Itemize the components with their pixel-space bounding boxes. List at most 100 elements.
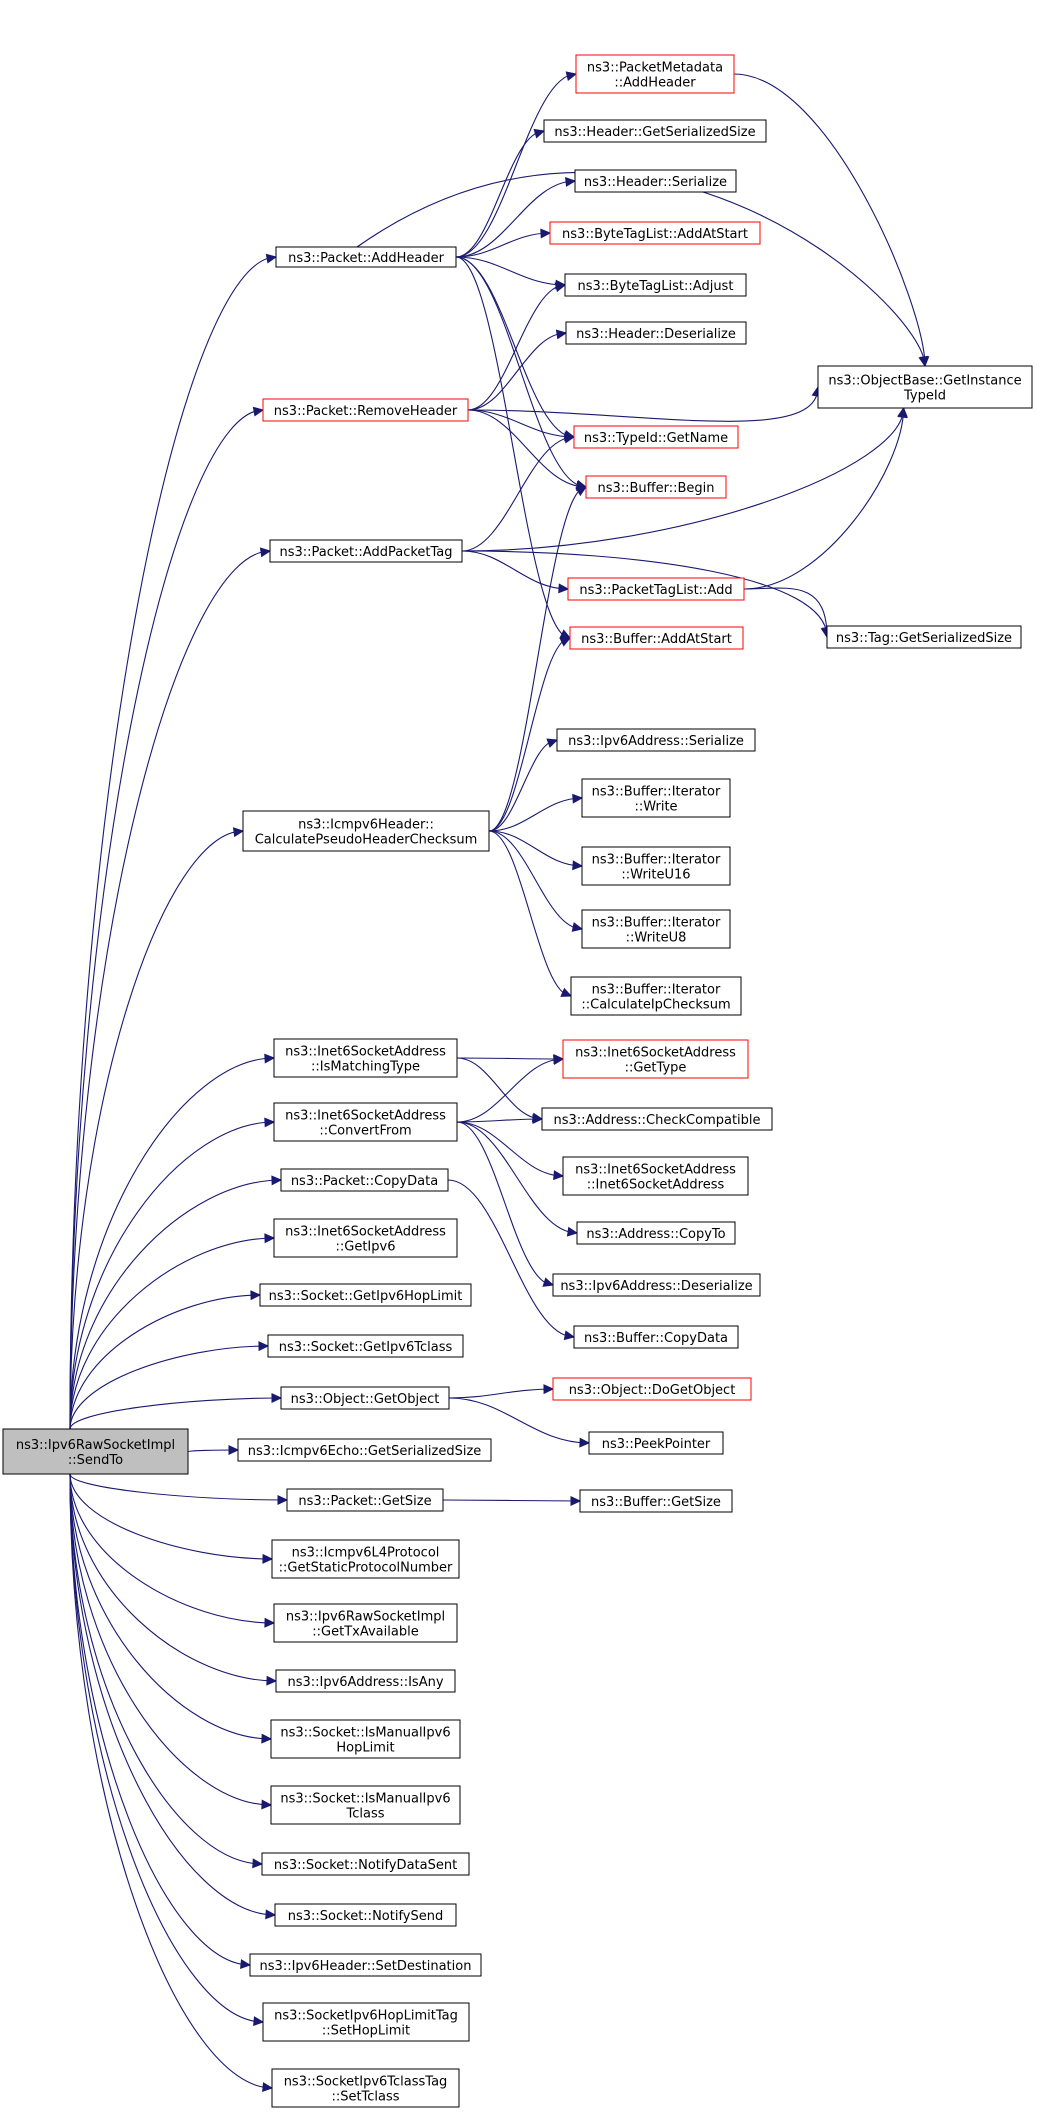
node-box [262, 2002, 470, 2042]
node-btlAdjust[interactable]: ns3::ByteTagList::Adjust [564, 273, 747, 297]
node-getTclass[interactable]: ns3::Socket::GetIpv6Tclass [267, 1334, 464, 1358]
node-peekPointer[interactable]: ns3::PeekPointer [588, 1431, 724, 1455]
node-label: TypeId [903, 389, 946, 404]
node-addPacketTag[interactable]: ns3::Packet::AddPacketTag [269, 539, 463, 563]
node-bufGetSize[interactable]: ns3::Buffer::GetSize [579, 1489, 733, 1513]
edge-addHeader-to-bufAddAtStart [455, 256, 572, 639]
node-itWriteU8[interactable]: ns3::Buffer::Iterator::WriteU8 [581, 909, 731, 949]
node-box [588, 1431, 724, 1455]
node-typeIdName[interactable]: ns3::TypeId::GetName [573, 425, 739, 449]
node-isMatching[interactable]: ns3::Inet6SocketAddress::IsMatchingType [273, 1038, 458, 1078]
node-hdrGetSer[interactable]: ns3::Header::GetSerializedSize [543, 119, 767, 143]
edge-removeHeader-to-hdrDeser [467, 329, 568, 411]
node-label: ns3::Ipv6Header::SetDestination [260, 1959, 472, 1974]
node-getIpv6[interactable]: ns3::Inet6SocketAddress::GetIpv6 [273, 1218, 458, 1258]
node-icmpCalc[interactable]: ns3::Icmpv6Header::CalculatePseudoHeader… [242, 810, 490, 852]
node-echoGetSer[interactable]: ns3::Icmpv6Echo::GetSerializedSize [237, 1438, 492, 1462]
node-itWrite[interactable]: ns3::Buffer::Iterator::Write [581, 778, 731, 818]
node-tagGetSer[interactable]: ns3::Tag::GetSerializedSize [826, 625, 1022, 649]
node-notifyDataSent[interactable]: ns3::Socket::NotifyDataSent [261, 1852, 470, 1876]
node-label: ns3::Object::GetObject [291, 1392, 440, 1407]
edge-icmpCalc-to-itWriteU16 [488, 830, 584, 871]
node-box [275, 1669, 456, 1693]
node-box [576, 1221, 736, 1245]
node-label: ns3::Socket::NotifyDataSent [274, 1858, 457, 1873]
node-btlAdd[interactable]: ns3::ByteTagList::AddAtStart [549, 221, 761, 245]
node-root[interactable]: ns3::Ipv6RawSocketImpl::SendTo [2, 1428, 189, 1475]
node-pktGetSize[interactable]: ns3::Packet::GetSize [286, 1488, 444, 1512]
node-label: ns3::Socket::NotifySend [288, 1909, 444, 1924]
node-label: ns3::Inet6SocketAddress [575, 1046, 736, 1061]
node-bufAddAtStart[interactable]: ns3::Buffer::AddAtStart [569, 626, 744, 650]
node-bufBegin[interactable]: ns3::Buffer::Begin [585, 475, 727, 499]
edge-icmpCalc-to-itWriteU8 [488, 830, 584, 932]
arrowhead [271, 1175, 283, 1186]
edge-layer [69, 71, 930, 2093]
node-label: ns3::Address::CheckCompatible [553, 1113, 760, 1128]
node-box [273, 1102, 458, 1142]
node-getTxAvail[interactable]: ns3::Ipv6RawSocketImpl::GetTxAvailable [273, 1603, 458, 1643]
node-checkCompat[interactable]: ns3::Address::CheckCompatible [541, 1107, 773, 1131]
arrowhead [572, 860, 584, 871]
edge-root-to-echoGetSer [187, 1445, 240, 1456]
arrowhead [546, 738, 559, 748]
node-ptlAdd[interactable]: ns3::PacketTagList::Add [567, 577, 745, 601]
node-addHeader[interactable]: ns3::Packet::AddHeader [275, 246, 457, 268]
node-setDest[interactable]: ns3::Ipv6Header::SetDestination [249, 1953, 482, 1977]
node-label: ::WriteU8 [626, 931, 687, 946]
node-i6GetType[interactable]: ns3::Inet6SocketAddress::GetType [562, 1039, 749, 1079]
node-label: ns3::Object::DoGetObject [569, 1383, 736, 1398]
node-hdrDeser[interactable]: ns3::Header::Deserialize [565, 321, 747, 345]
node-box [569, 626, 744, 650]
node-label: ns3::ByteTagList::AddAtStart [562, 227, 748, 242]
node-box [562, 1039, 749, 1079]
node-getObject[interactable]: ns3::Object::GetObject [280, 1386, 450, 1410]
node-box [575, 54, 735, 94]
node-hdrSer[interactable]: ns3::Header::Serialize [574, 169, 737, 193]
edge-root-to-addPacketTag [69, 547, 272, 1430]
node-box [543, 119, 767, 143]
arrowhead [262, 1553, 274, 1564]
node-notifySend[interactable]: ns3::Socket::NotifySend [274, 1903, 457, 1927]
node-doGetObject[interactable]: ns3::Object::DoGetObject [552, 1377, 752, 1401]
node-ipv6AddrSer[interactable]: ns3::Ipv6Address::Serialize [556, 728, 756, 752]
node-getHopLimit[interactable]: ns3::Socket::GetIpv6HopLimit [259, 1283, 472, 1307]
arrowhead [271, 1393, 283, 1404]
node-ipv6Deser[interactable]: ns3::Ipv6Address::Deserialize [552, 1273, 761, 1297]
node-setTclass[interactable]: ns3::SocketIpv6TclassTag::SetTclass [271, 2068, 460, 2108]
edge-addPacketTag-to-typeIdName [461, 433, 576, 552]
edge-root-to-addHeader [69, 253, 278, 1430]
node-removeHeader[interactable]: ns3::Packet::RemoveHeader [262, 398, 469, 422]
node-label: ns3::Ipv6Address::Serialize [568, 734, 744, 749]
node-i6Ctor[interactable]: ns3::Inet6SocketAddress::Inet6SocketAddr… [562, 1156, 749, 1196]
node-box [273, 1603, 458, 1643]
node-convertFrom[interactable]: ns3::Inet6SocketAddress::ConvertFrom [273, 1102, 458, 1142]
node-box [259, 1283, 472, 1307]
node-label: ::IsMatchingType [311, 1060, 420, 1075]
node-box [271, 1539, 460, 1579]
node-box [242, 810, 490, 852]
node-box [270, 1719, 461, 1759]
node-itWriteU16[interactable]: ns3::Buffer::Iterator::WriteU16 [581, 846, 731, 886]
node-isAny[interactable]: ns3::Ipv6Address::IsAny [275, 1669, 456, 1693]
node-addrCopyTo[interactable]: ns3::Address::CopyTo [576, 1221, 736, 1245]
edge-removeHeader-to-objGetInst [467, 385, 822, 422]
node-bufCopyData[interactable]: ns3::Buffer::CopyData [573, 1325, 739, 1349]
node-label: ::ConvertFrom [319, 1124, 411, 1139]
edge-ptlAdd-to-objGetInst [743, 406, 909, 590]
node-setHopLimit[interactable]: ns3::SocketIpv6HopLimitTag::SetHopLimit [262, 2002, 470, 2042]
edge-isMatching-to-checkCompat [456, 1057, 544, 1123]
arrowhead [554, 282, 567, 293]
node-itCalcIp[interactable]: ns3::Buffer::Iterator::CalculateIpChecks… [570, 976, 742, 1016]
arrowhead [570, 1496, 582, 1506]
edge-convertFrom-to-addrCopyTo [456, 1121, 579, 1237]
node-copyData[interactable]: ns3::Packet::CopyData [280, 1168, 449, 1192]
edge-icmpCalc-to-bufBegin [488, 486, 588, 832]
node-icmpL4[interactable]: ns3::Icmpv6L4Protocol::GetStaticProtocol… [271, 1539, 460, 1579]
node-label: ns3::Header::GetSerializedSize [554, 125, 755, 140]
node-pmAddHeader[interactable]: ns3::PacketMetadata::AddHeader [575, 54, 735, 94]
